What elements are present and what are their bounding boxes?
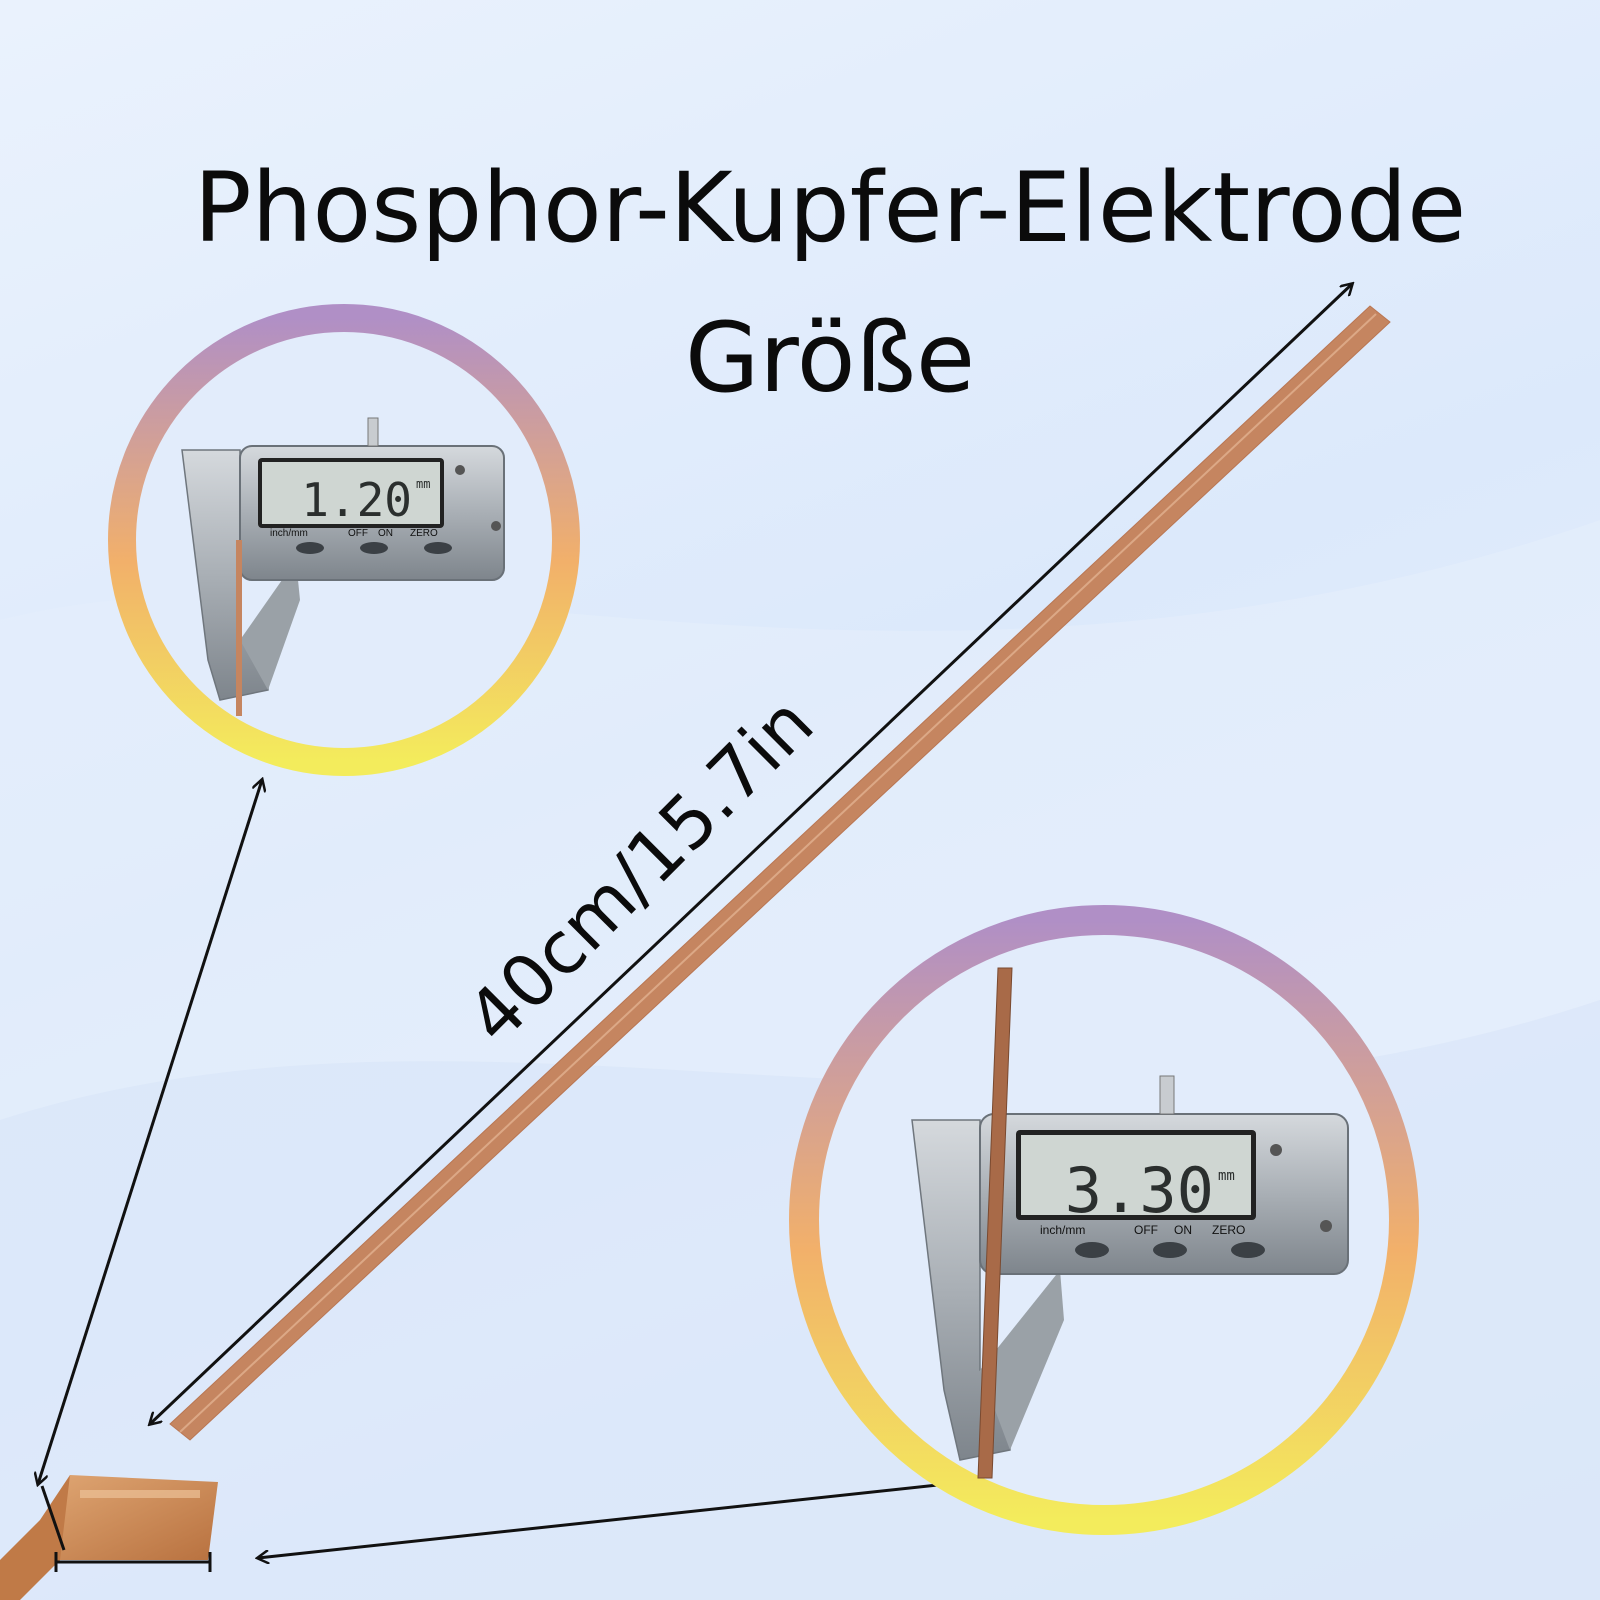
length-arrow [150, 284, 1352, 1424]
button-label-zero-bottom: ZERO [1212, 1223, 1245, 1237]
button-label-on-top: ON [378, 528, 393, 539]
thickness-arrow [38, 780, 262, 1484]
caliper-reading-bottom: 3.30 [1065, 1154, 1214, 1227]
button-label-inchmm-bottom: inch/mm [1040, 1223, 1085, 1237]
button-label-off-top: OFF [348, 528, 368, 539]
width-arrow [258, 1480, 984, 1558]
button-label-on-bottom: ON [1174, 1223, 1192, 1237]
button-label-off-bottom: OFF [1134, 1223, 1158, 1237]
title-line-1: Phosphor-Kupfer-Elektrode [193, 152, 1467, 264]
button-label-zero-top: ZERO [410, 528, 438, 539]
caliper-unit-top: mm [416, 477, 430, 491]
title-line-2: Größe [684, 302, 975, 414]
caliper-reading-top: 1.20 [301, 473, 412, 527]
button-label-inchmm-top: inch/mm [270, 528, 308, 539]
caliper-unit-bottom: mm [1218, 1168, 1235, 1184]
